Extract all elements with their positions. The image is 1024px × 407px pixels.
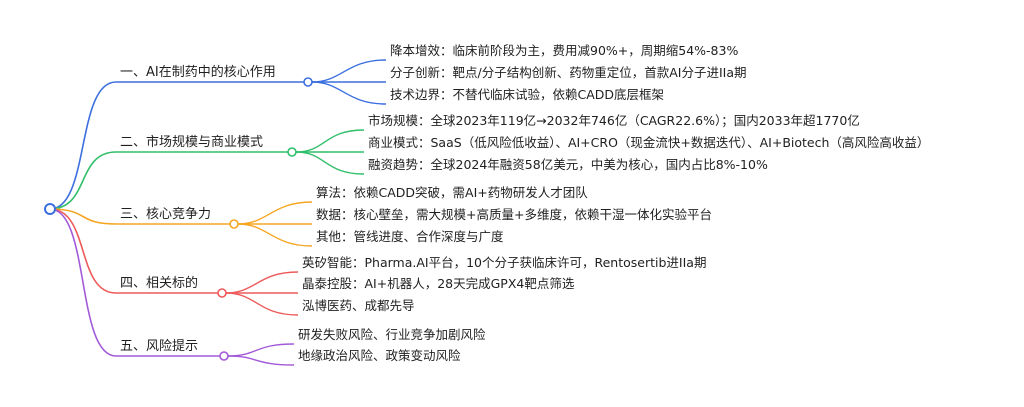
branch-link-2 (49, 151, 117, 210)
leaf-label-3-1: 算法：依赖CADD突破，需AI+药物研发人才团队 (316, 185, 588, 200)
branch-link-3 (49, 208, 117, 225)
leaf-label-1-3: 技术边界：不替代临床试验，依赖CADD底层框架 (390, 87, 665, 102)
leaf-label-4-2: 晶泰控股：AI+机器人，28天完成GPX4靶点筛选 (302, 276, 575, 291)
child-link-3-1 (237, 201, 313, 225)
child-link-5-2 (227, 355, 295, 366)
leaf-label-2-2: 商业模式：SaaS（低风险低收益）、AI+CRO（现金流快+数据迭代）、AI+B… (368, 135, 930, 150)
branch-node-5[interactable] (219, 351, 229, 361)
branch-node-3[interactable] (229, 219, 239, 229)
leaf-label-4-1: 英矽智能：Pharma.AI平台，10个分子获临床许可，Rentosertib进… (302, 255, 707, 270)
child-link-1-1 (311, 59, 387, 83)
leaf-label-5-2: 地缘政治风险、政策变动风险 (298, 348, 461, 363)
branch-label-2: 二、市场规模与商业模式 (120, 135, 264, 150)
child-link-4-3 (225, 292, 299, 316)
child-link-2-3 (295, 151, 365, 175)
child-link-1-3 (311, 81, 387, 105)
branch-link-5 (49, 208, 117, 357)
leaf-label-2-1: 市场规模：全球2023年119亿→2032年746亿（CAGR22.6%）；国内… (368, 113, 860, 128)
branch-label-3: 三、核心竞争力 (120, 207, 212, 222)
leaf-label-5-1: 研发失败风险、行业竞争加剧风险 (298, 327, 486, 342)
leaf-label-3-3: 其他：管线进度、合作深度与广度 (316, 229, 504, 244)
branch-node-1[interactable] (303, 77, 313, 87)
leaf-label-1-2: 分子创新：靶点/分子结构创新、药物重定位，首款AI分子进IIa期 (390, 65, 747, 80)
branch-label-5: 五、风险提示 (120, 339, 199, 354)
child-link-5-1 (227, 343, 295, 357)
leaf-label-4-3: 泓博医药、成都先导 (302, 298, 415, 313)
branch-label-4: 四、相关标的 (120, 276, 199, 291)
branch-link-4 (49, 208, 117, 294)
branch-node-4[interactable] (217, 288, 227, 298)
child-link-2-1 (295, 129, 365, 153)
child-link-4-1 (225, 271, 299, 294)
branch-node-2[interactable] (287, 147, 297, 157)
leaf-label-3-2: 数据：核心壁垒，需大规模+高质量+多维度，依赖干湿一体化实验平台 (316, 207, 712, 222)
branch-link-1 (49, 81, 117, 210)
leaf-label-1-1: 降本增效：临床前阶段为主，费用减90%+，周期缩54%-83% (390, 43, 739, 58)
leaf-label-2-3: 融资趋势：全球2024年融资58亿美元，中美为核心，国内占比8%-10% (368, 157, 768, 172)
branch-label-1: 一、AI在制药中的核心作用 (120, 65, 276, 80)
child-link-3-3 (237, 223, 313, 247)
root-node[interactable] (44, 203, 56, 215)
